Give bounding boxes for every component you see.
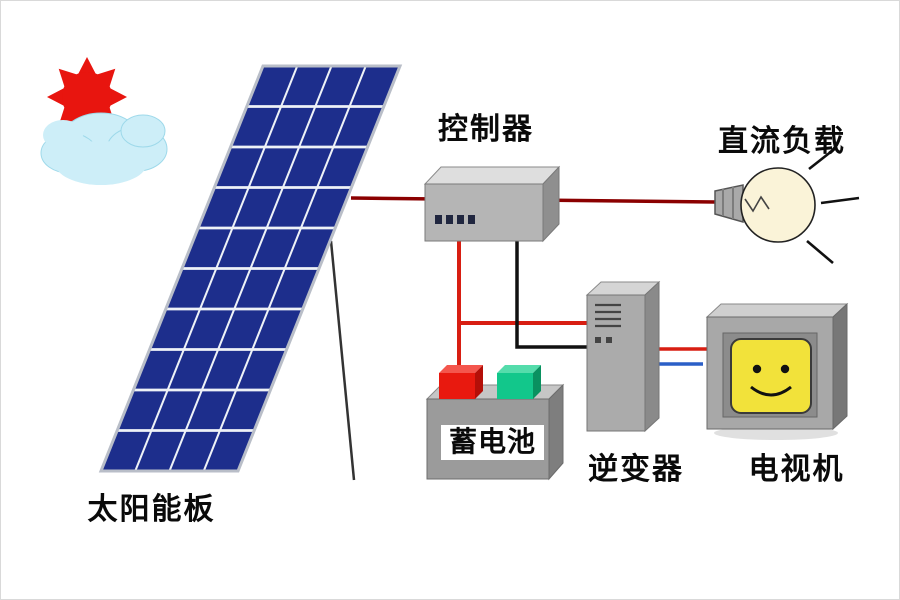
tv-box [705, 302, 849, 440]
solar-panel [98, 64, 403, 481]
bulb-glass [740, 167, 816, 243]
inverter-box [585, 280, 661, 433]
light-bulb-icon [714, 145, 860, 264]
solar-panel-label: 太阳能板 [87, 493, 216, 526]
controller-box [423, 165, 561, 243]
panel-frame [98, 64, 403, 473]
smiley-face-icon [750, 364, 792, 397]
controller-port [446, 215, 453, 224]
dc-load-label: 直流负载 [718, 125, 846, 158]
battery-label: 蓄电池 [441, 425, 545, 460]
wire-controller-to-inverter [515, 241, 589, 349]
bulb-filament [744, 195, 770, 213]
battery-terminal-positive [439, 365, 483, 399]
inverter-label: 逆变器 [588, 453, 684, 486]
controller-port [435, 215, 442, 224]
bulb-ray [806, 240, 834, 264]
bulb-ray [808, 145, 838, 171]
panel-support-leg [329, 240, 356, 481]
tv-screen [730, 338, 812, 414]
battery-box [425, 365, 565, 481]
bulb-socket [714, 184, 744, 223]
bulb-ray [820, 196, 860, 205]
controller-port [468, 215, 475, 224]
battery-terminal-negative [497, 365, 541, 399]
controller-label: 控制器 [438, 113, 534, 146]
cloud-icon [40, 112, 168, 185]
inverter-button [606, 337, 612, 343]
controller-port [457, 215, 464, 224]
inverter-button [595, 337, 601, 343]
tv-label: 电视机 [748, 453, 845, 486]
